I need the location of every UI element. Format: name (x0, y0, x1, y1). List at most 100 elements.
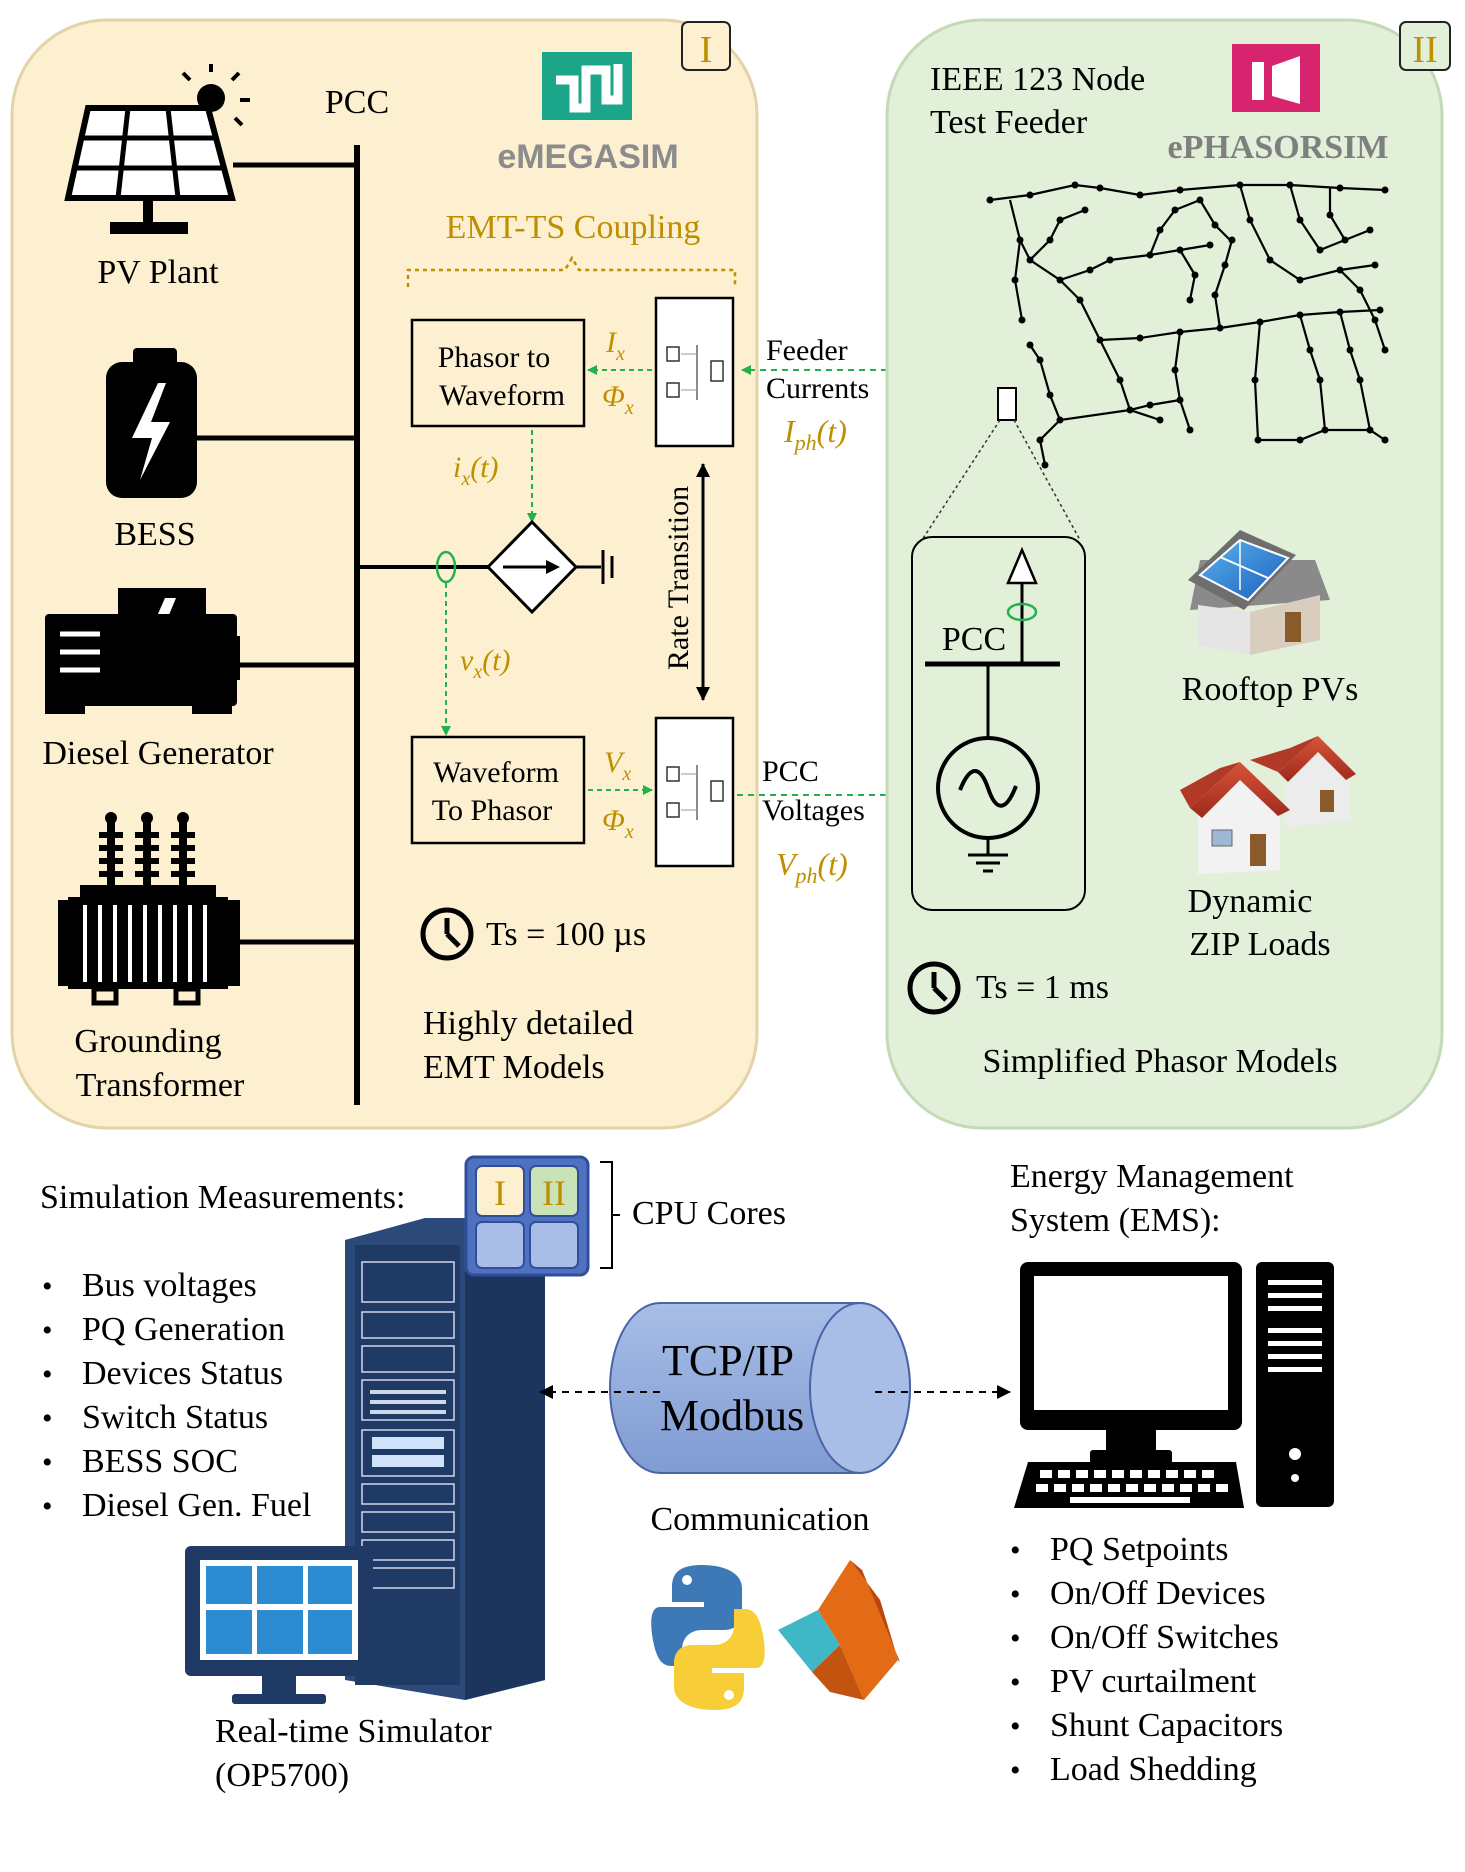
cpu-core-1-label: I (494, 1173, 506, 1213)
ems-item: Shunt Capacitors (1050, 1707, 1283, 1744)
ems-item: PV curtailment (1050, 1663, 1257, 1700)
ems-bullet: • (1010, 1710, 1021, 1743)
ems-bullet: • (1010, 1534, 1021, 1567)
ephasorsim-logo: ePHASORSIM (1168, 44, 1389, 166)
measurement-bullet: • (42, 1446, 53, 1479)
rate-transition-label: Rate Transition (662, 486, 695, 670)
battery-icon (106, 348, 197, 498)
panel-emt-badge: I (700, 29, 713, 71)
rooftop-pv-icon (1188, 530, 1330, 655)
ems-actions-list: • PQ Setpoints • On/Off Devices • On/Off… (1010, 1531, 1283, 1788)
protocol-line2: Modbus (660, 1391, 804, 1440)
measurement-bullet: • (42, 1402, 53, 1435)
grounding-label-line1: Grounding (74, 1023, 221, 1060)
simulator-label-line1: Real-time Simulator (215, 1713, 492, 1750)
bess-label: BESS (114, 516, 195, 553)
ems-item: PQ Setpoints (1050, 1531, 1229, 1568)
pcc-bus-phasor-label: PCC (942, 621, 1006, 658)
emt-models-line2: EMT Models (423, 1049, 605, 1086)
ix-phase-label: Φx (602, 380, 634, 419)
rate-transition-block-lower (654, 716, 735, 868)
coupling-brace (406, 255, 737, 287)
panel-phasor-badge: II (1412, 29, 1437, 71)
protocol-line1: TCP/IP (662, 1336, 794, 1385)
tcp-modbus-cylinder (609, 1302, 911, 1474)
pv-plant-label: PV Plant (97, 254, 219, 291)
clock-icon-phasor (907, 961, 961, 1015)
clock-icon-emt (420, 907, 474, 961)
cpu-core-3 (475, 1221, 525, 1269)
pcc-detail-box (911, 536, 1086, 911)
phasor-models-label: Simplified Phasor Models (982, 1043, 1337, 1080)
cpu-core-2 (529, 1165, 579, 1217)
ems-title-line1: Energy Management (1010, 1158, 1294, 1195)
ems-item: Load Shedding (1050, 1751, 1257, 1788)
cpu-cores-group: I II (464, 1155, 590, 1277)
cpu-core-2-label: II (542, 1173, 566, 1213)
feeder-currents-line1: Feeder (766, 334, 848, 367)
cpu-core-1 (475, 1165, 525, 1217)
phasor-timestep: Ts = 1 ms (976, 969, 1109, 1006)
pcc-voltages-line2: Voltages (762, 794, 865, 827)
ems-title-line2: System (EMS): (1010, 1202, 1221, 1239)
vx-waveform-label: vx(t) (460, 644, 511, 683)
phasor-to-waveform-line2: Waveform (439, 379, 565, 412)
grounding-transformer-icon (58, 812, 240, 1006)
emegasim-logo-text: eMEGASIM (497, 138, 678, 176)
panel-phasor-background (885, 18, 1444, 1130)
emt-timestep: Ts = 100 µs (486, 916, 646, 953)
waveform-to-phasor-line2: To Phasor (432, 794, 552, 827)
vx-phase-label: Φx (602, 804, 634, 843)
ephasorsim-logo-text: ePHASORSIM (1168, 129, 1389, 166)
phasor-to-waveform-line1: Phasor to (438, 341, 551, 374)
pcc-voltages-line1: PCC (762, 755, 819, 788)
measurement-item: Diesel Gen. Fuel (82, 1487, 311, 1524)
pv-plant-icon (64, 64, 250, 234)
measurement-item: PQ Generation (82, 1311, 285, 1348)
diesel-generator-label: Diesel Generator (42, 735, 274, 772)
communication-label: Communication (650, 1501, 869, 1538)
measurements-title: Simulation Measurements: (40, 1179, 405, 1216)
feeder-currents-line2: Currents (766, 372, 869, 405)
ieee-123-feeder-nodes (986, 181, 1389, 469)
grounding-label-line2: Transformer (76, 1067, 245, 1104)
ems-bullet: • (1010, 1578, 1021, 1611)
host-monitor-icon (185, 1546, 373, 1704)
panel-emt-background (10, 18, 759, 1130)
zip-load-label-line2: ZIP Loads (1189, 926, 1330, 963)
measurement-item: Devices Status (82, 1355, 283, 1392)
ems-item: On/Off Devices (1050, 1575, 1266, 1612)
cpu-core-4 (529, 1221, 579, 1269)
ems-workstation-icon (1014, 1262, 1334, 1508)
iph-label: Iph(t) (783, 413, 847, 455)
emegasim-logo: eMEGASIM (497, 52, 679, 176)
emt-models-line1: Highly detailed (423, 1005, 634, 1042)
ieee-feeder-title-line2: Test Feeder (930, 104, 1088, 141)
matlab-logo-icon (778, 1560, 900, 1700)
ieee-feeder-title-line1: IEEE 123 Node (930, 61, 1145, 98)
simulator-label-line2: (OP5700) (215, 1757, 349, 1794)
measurement-item: Switch Status (82, 1399, 268, 1436)
measurement-item: BESS SOC (82, 1443, 238, 1480)
waveform-to-phasor-block (410, 735, 586, 845)
ix-magnitude-label: Ix (605, 326, 625, 365)
phasor-to-waveform-block (410, 318, 586, 428)
waveform-to-phasor-line1: Waveform (433, 756, 559, 789)
cpu-cores-label: CPU Cores (632, 1195, 786, 1232)
feeder-zoom-marker (997, 387, 1017, 421)
rooftop-pv-label: Rooftop PVs (1182, 671, 1359, 708)
measurement-bullet: • (42, 1358, 53, 1391)
feeder-current-probe (1006, 602, 1038, 622)
ems-bullet: • (1010, 1622, 1021, 1655)
measurements-list: • Bus voltages • PQ Generation • Devices… (42, 1267, 311, 1524)
measurement-bullet: • (42, 1490, 53, 1523)
ems-bullet: • (1010, 1754, 1021, 1787)
zip-load-label-line1: Dynamic (1188, 883, 1313, 920)
voltage-probe (435, 550, 457, 584)
cpu-cores-bracket (600, 1161, 620, 1269)
ems-item: On/Off Switches (1050, 1619, 1279, 1656)
vx-magnitude-label: Vx (604, 746, 631, 785)
panel-phasor-badge-box (1399, 21, 1451, 71)
python-logo-icon (651, 1565, 765, 1710)
ix-waveform-label: ix(t) (453, 451, 499, 490)
